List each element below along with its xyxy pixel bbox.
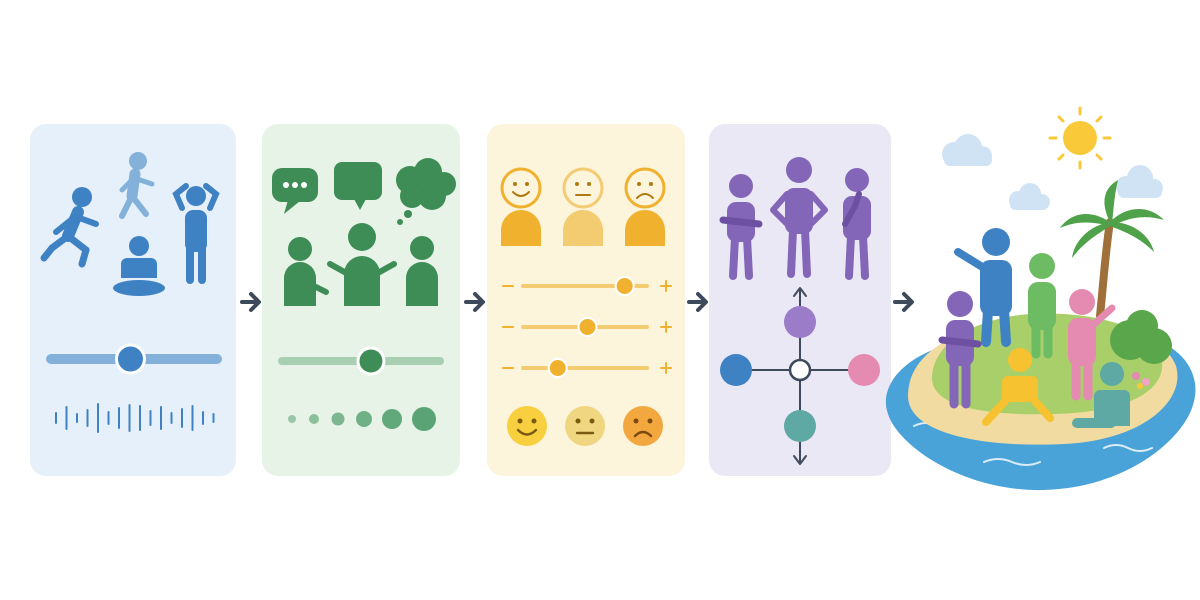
stage-1-panel <box>30 124 236 476</box>
sun-icon <box>1048 106 1112 170</box>
chat-bubble-icon <box>334 162 382 210</box>
flower-icon <box>1132 372 1150 389</box>
happy-face-icon <box>507 406 547 446</box>
happy-face-person-icon <box>500 167 542 246</box>
seated-person-icon <box>982 348 1054 426</box>
waving-person-icon <box>1068 289 1116 401</box>
stage-3-panel <box>487 124 685 476</box>
audio-waveform-icon <box>55 403 215 433</box>
flow-arrow-4-icon <box>893 288 917 320</box>
neutral-face-person-icon <box>562 167 604 246</box>
cloud-icon <box>942 134 992 166</box>
stage-1-slider[interactable] <box>46 343 222 375</box>
stage-2-slider[interactable] <box>278 346 444 376</box>
hands-on-hips-person-icon <box>770 157 828 278</box>
bush-icon <box>1110 310 1172 364</box>
arms-crossed-person-icon <box>938 291 982 409</box>
running-person-icon <box>40 187 99 268</box>
speech-bubble-icon <box>272 168 318 214</box>
thought-bubble-icon <box>396 158 456 225</box>
palm-tree-icon <box>1060 180 1164 320</box>
sitting-person-icon <box>113 236 165 296</box>
arms-crossed-person-icon <box>719 174 763 280</box>
head-holding-person-icon <box>172 183 220 284</box>
growing-dots-icon <box>288 407 436 431</box>
cloud-icon <box>1116 165 1163 198</box>
sad-face-person-icon <box>624 167 666 246</box>
talking-people-icon <box>284 223 438 306</box>
neutral-face-icon <box>565 406 605 446</box>
four-way-compass-icon <box>720 287 880 465</box>
stage-4-panel <box>709 124 891 476</box>
cloud-icon <box>1009 183 1050 210</box>
sad-face-icon <box>623 406 663 446</box>
slider-knob[interactable] <box>577 317 598 337</box>
flow-arrow-1-icon <box>240 288 264 320</box>
slider-knob[interactable] <box>547 358 568 378</box>
pointing-person-icon <box>954 228 1012 347</box>
flow-arrow-2-icon <box>464 288 488 320</box>
walking-person-icon <box>119 152 155 219</box>
stage-2-panel <box>262 124 460 476</box>
island-community-scene <box>874 96 1200 510</box>
teal-seated-person-icon <box>1072 362 1130 428</box>
stage-3-sliders[interactable] <box>502 276 672 378</box>
flow-arrow-3-icon <box>687 288 711 320</box>
slider-knob[interactable] <box>614 276 635 296</box>
thinking-person-icon <box>842 168 871 280</box>
green-person-icon <box>1028 253 1056 359</box>
